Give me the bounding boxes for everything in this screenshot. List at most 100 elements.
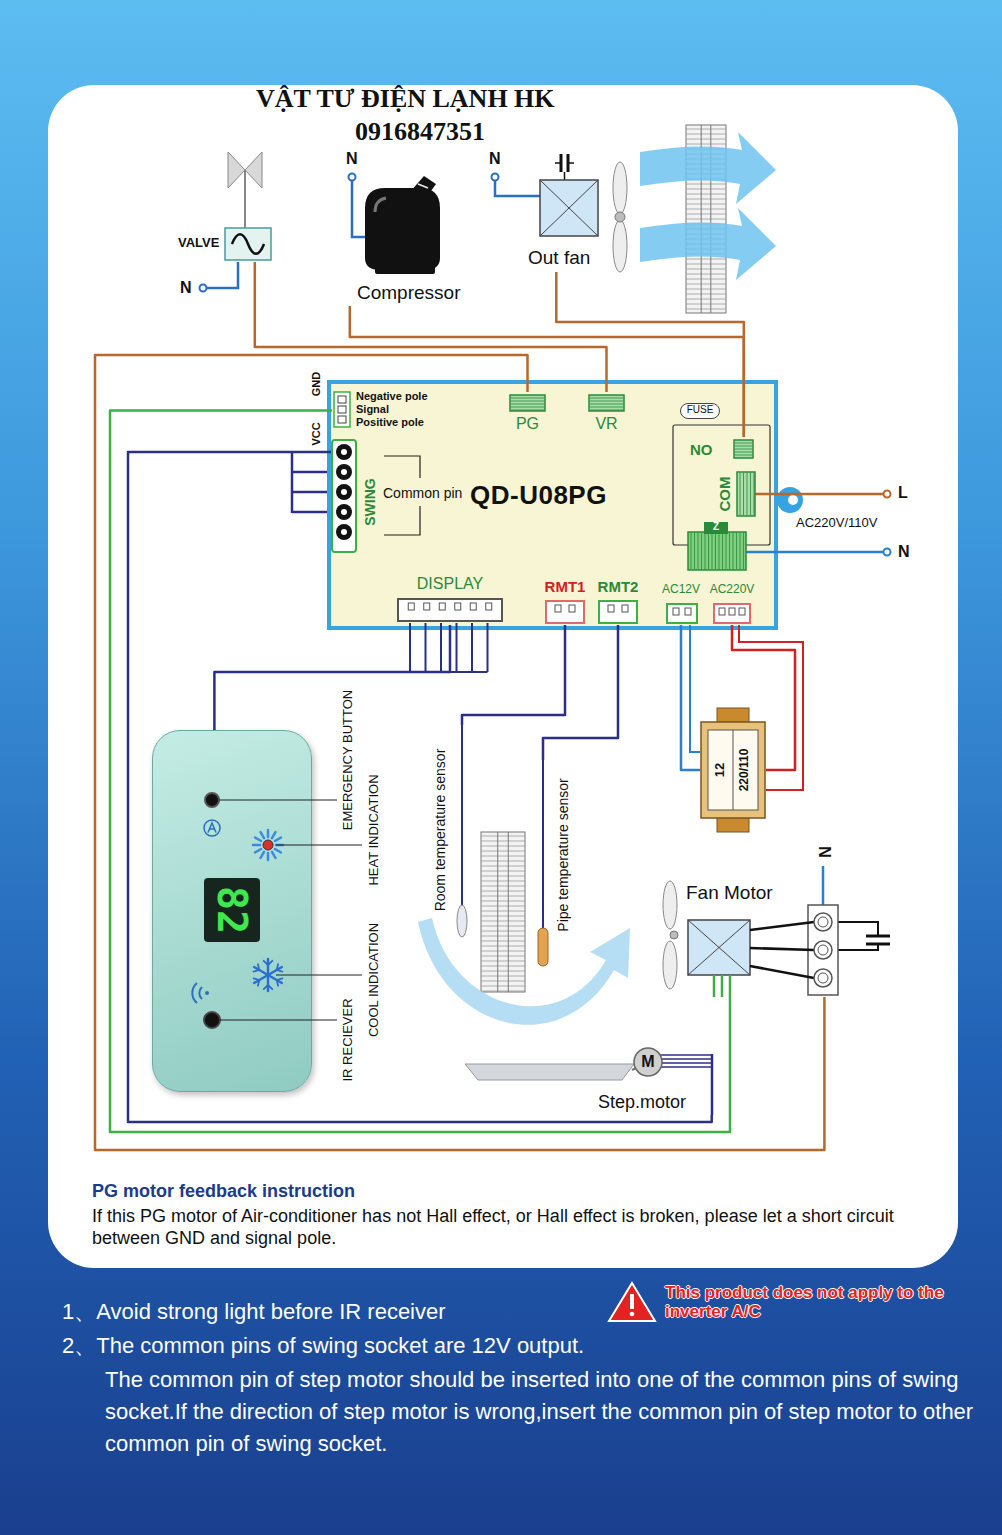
- wire-line: [384, 506, 420, 535]
- wire-line: [686, 304, 726, 305]
- display-socket-text: DISPLAY: [417, 575, 483, 593]
- display-panel-text: 82: [212, 886, 252, 934]
- drawn-ellipse: [613, 162, 627, 214]
- drawn-ellipse: [613, 220, 627, 272]
- wire-line: [686, 274, 726, 275]
- wire-line: [261, 852, 265, 858]
- wire-line: [660, 1058, 712, 1060]
- wire-line: [272, 832, 276, 838]
- wire-line: [352, 181, 367, 237]
- wire-connector: [95, 355, 824, 1150]
- drawn-rect: [667, 604, 697, 623]
- drawn-rect: [375, 266, 435, 274]
- wire-line: [481, 856, 525, 857]
- wire-line: [686, 284, 726, 285]
- drawn-circle: [336, 484, 352, 500]
- warning-text: This product does not apply to the inver…: [665, 1283, 955, 1321]
- wire-line: [481, 841, 525, 842]
- wire-line: [481, 941, 525, 942]
- drawn-rect: [673, 425, 770, 545]
- room-sensor: Room temperature sensor: [428, 725, 478, 940]
- wire-line: [686, 214, 726, 215]
- wire-line: [542, 760, 544, 928]
- outdoor-fan-text: Out fan: [528, 247, 590, 269]
- watermark: 0916847351: [355, 117, 485, 147]
- drawn-circle: [336, 504, 352, 520]
- drawn-circle: [341, 529, 347, 535]
- terminal-label: N: [489, 150, 501, 168]
- wire-line: [481, 936, 525, 937]
- wire-line: [712, 533, 713, 569]
- wire-line: [735, 449, 752, 450]
- wire-line: [481, 866, 525, 867]
- wire-line: [866, 935, 890, 938]
- drawn-rect: [688, 532, 746, 570]
- wire-line: [255, 838, 261, 842]
- wire-line: [508, 832, 509, 992]
- drawn-shape: [418, 918, 630, 1025]
- transformer-drawing: [700, 708, 766, 832]
- drawn-rect: [555, 605, 561, 612]
- wire-line: [261, 832, 265, 838]
- wire-line: [729, 533, 730, 569]
- wire-connector: [543, 625, 618, 760]
- drawn-rect: [455, 603, 461, 610]
- drawn-rect: [398, 599, 502, 621]
- wire-line: [660, 1054, 712, 1056]
- outdoor-fan: Out fan: [525, 150, 617, 272]
- drawn-rect: [737, 472, 755, 516]
- drawn-rect: [704, 522, 728, 534]
- drawn-rect: [408, 603, 414, 610]
- wire-connector: [556, 272, 744, 437]
- drawn-circle: [341, 509, 347, 515]
- wire-line: [292, 511, 331, 514]
- drawn-circle: [777, 487, 803, 513]
- note-heading: PG motor feedback instruction: [92, 1181, 355, 1202]
- drawn-shape: [245, 152, 262, 188]
- wire-line: [838, 922, 878, 936]
- control-board-text: QD-U08PG: [470, 481, 607, 511]
- drawn-rect: [608, 605, 614, 612]
- wire-line: [694, 533, 695, 569]
- drawn-rect: [714, 604, 750, 623]
- wire-line: [822, 866, 825, 905]
- wire-line: [713, 975, 716, 997]
- wire-line: [481, 991, 525, 992]
- drawn-rect: [719, 608, 725, 615]
- wire-line: [276, 844, 362, 845]
- ac12v-socket-text: AC12V: [662, 583, 700, 597]
- ac12v-socket: AC12V: [657, 580, 705, 625]
- drawn-circle: [341, 449, 347, 455]
- drawn-shape: [228, 152, 245, 188]
- wire-line: [219, 799, 337, 800]
- wire-line: [267, 853, 270, 860]
- wire-line: [733, 730, 734, 810]
- wire-line: [481, 861, 525, 862]
- drawn-rect: [486, 603, 492, 610]
- pipe-sensor-text: Pipe temperature sensor: [555, 778, 571, 931]
- pg-socket: PG: [505, 392, 550, 436]
- drawn-rect: [739, 608, 745, 615]
- wire-line: [590, 404, 623, 405]
- fan-motor-text: Fan Motor: [686, 882, 773, 904]
- compressor-text: Compressor: [357, 282, 460, 304]
- wire-line: [481, 911, 525, 912]
- drawn-rect: [225, 228, 271, 260]
- valve-coil: VALVE: [178, 226, 274, 262]
- wire-line: [740, 473, 741, 515]
- fuse-text: FUSE: [687, 404, 714, 416]
- wire-line: [733, 533, 734, 569]
- swing-socket-text: SWING: [362, 478, 378, 525]
- wire-connector: [681, 625, 700, 770]
- wire-line: [481, 921, 525, 922]
- wire-line: [755, 493, 884, 496]
- note-text: 1、Avoid strong light before IR receiver: [62, 1299, 446, 1324]
- drawn-circle: [204, 820, 220, 836]
- wire-line: [481, 886, 525, 887]
- rmt1-socket-text: RMT1: [545, 578, 586, 595]
- drawn-rect: [538, 928, 548, 966]
- wire-line: [268, 985, 272, 989]
- wire-line: [722, 533, 723, 569]
- pipe-sensor: Pipe temperature sensor: [532, 760, 578, 968]
- callout-label: COOL INDICATION: [367, 923, 382, 1037]
